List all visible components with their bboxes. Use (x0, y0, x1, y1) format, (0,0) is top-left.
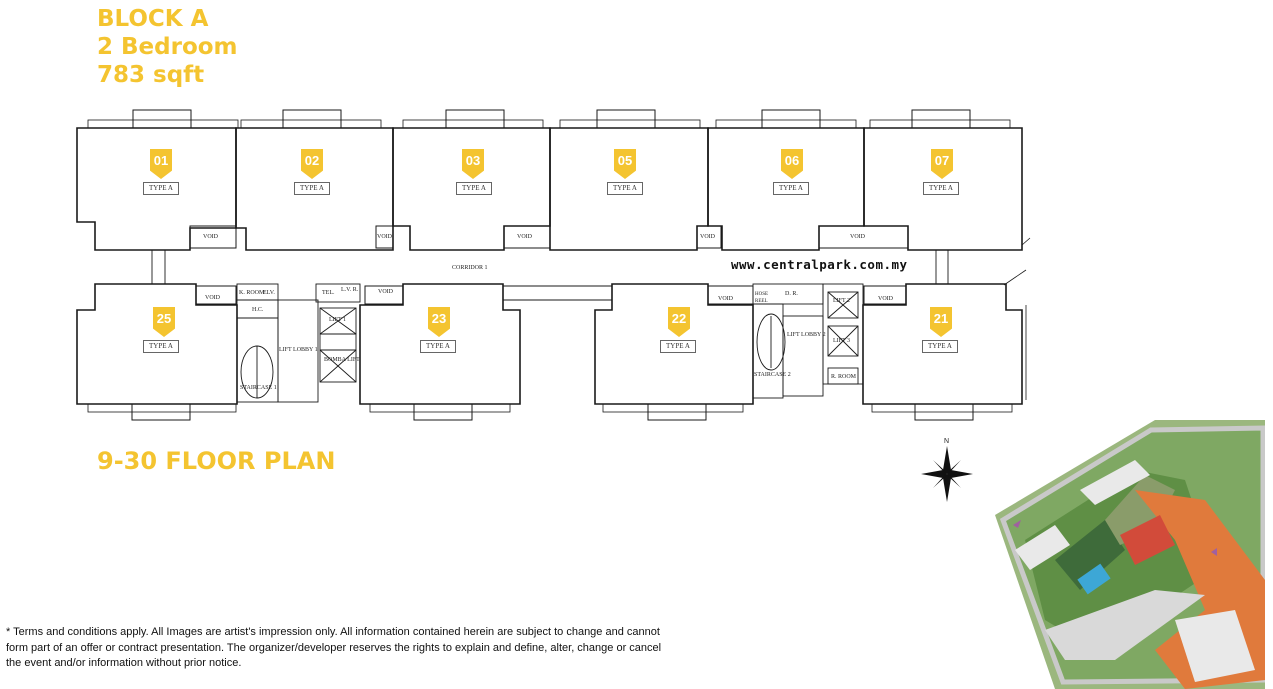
elv-label: ELV. (263, 290, 275, 296)
unit-outline-21 (862, 283, 1023, 421)
lv-room-label: L.V. R. (341, 287, 359, 293)
unit-type-01: TYPE A (143, 182, 179, 195)
unit-outline-06 (707, 109, 865, 251)
unit-marker-22[interactable]: 22 (668, 307, 690, 337)
r-room-label: R. ROOM (831, 374, 857, 380)
unit-marker-03[interactable]: 03 (462, 149, 484, 179)
lift-lobby-1-label: LIFT LOBBY 1 (279, 347, 318, 353)
unit-outline-23 (359, 283, 521, 421)
floor-plan-title: 9-30 FLOOR PLAN (97, 447, 336, 475)
void-label-1: VOID (203, 234, 218, 240)
corridor-label: CORRIDOR 1 (452, 265, 488, 271)
lift-2-label: LIFT 2 (833, 298, 851, 304)
unit-outline-02 (235, 109, 394, 251)
unit-type-05: TYPE A (607, 182, 643, 195)
unit-type-06: TYPE A (773, 182, 809, 195)
bomba-lift-label: BOMBA LIFT (324, 357, 360, 363)
unit-marker-02[interactable]: 02 (301, 149, 323, 179)
unit-marker-05[interactable]: 05 (614, 149, 636, 179)
void-label-7: VOID (378, 289, 393, 295)
void-label-3: VOID (517, 234, 532, 240)
lift-1-label: LIFT 1 (329, 317, 347, 323)
unit-marker-06[interactable]: 06 (781, 149, 803, 179)
hc-label: H.C. (252, 307, 264, 313)
unit-type-07: TYPE A (923, 182, 959, 195)
unit-type-21: TYPE A (922, 340, 958, 353)
core-2 (752, 283, 864, 399)
unit-type-03: TYPE A (456, 182, 492, 195)
k-room-label: K. ROOM (239, 290, 265, 296)
unit-marker-01[interactable]: 01 (150, 149, 172, 179)
staircase-1-label: STAIRCASE 1 (240, 385, 277, 391)
unit-outline-07 (863, 109, 1023, 251)
website-url: www.centralpark.com.my (731, 257, 908, 272)
hose-reel-label: HOSE REEL (755, 292, 769, 304)
unit-type-02: TYPE A (294, 182, 330, 195)
block-title: BLOCK A (97, 6, 209, 32)
core-1 (236, 283, 361, 403)
void-label-2: VOID (377, 234, 392, 240)
unit-type-23: TYPE A (420, 340, 456, 353)
disclaimer-text: * Terms and conditions apply. All Images… (6, 626, 662, 669)
dr-label: D. R. (785, 291, 798, 297)
bedroom-label: 2 Bedroom (97, 34, 238, 60)
compass-north-label: N (944, 438, 950, 445)
size-label: 783 sqft (97, 62, 205, 88)
unit-outline-05 (549, 109, 709, 251)
staircase-2-label: STAIRCASE 2 (754, 372, 791, 378)
unit-marker-23[interactable]: 23 (428, 307, 450, 337)
void-label-8: VOID (718, 296, 733, 302)
unit-marker-21[interactable]: 21 (930, 307, 952, 337)
void-label-6: VOID (205, 295, 220, 301)
unit-marker-07[interactable]: 07 (931, 149, 953, 179)
unit-type-25: TYPE A (143, 340, 179, 353)
tel-label: TEL. (322, 290, 335, 296)
void-label-9: VOID (878, 296, 893, 302)
void-label-4: VOID (700, 234, 715, 240)
unit-outline-03 (392, 109, 551, 251)
unit-outline-01 (76, 109, 239, 251)
site-plan-image (995, 420, 1265, 689)
compass-icon (921, 446, 973, 502)
unit-marker-25[interactable]: 25 (153, 307, 175, 337)
unit-type-22: TYPE A (660, 340, 696, 353)
lift-3-label: LIFT 3 (833, 338, 851, 344)
lift-lobby-2-label: LIFT LOBBY 2 (787, 332, 826, 338)
void-label-5: VOID (850, 234, 865, 240)
